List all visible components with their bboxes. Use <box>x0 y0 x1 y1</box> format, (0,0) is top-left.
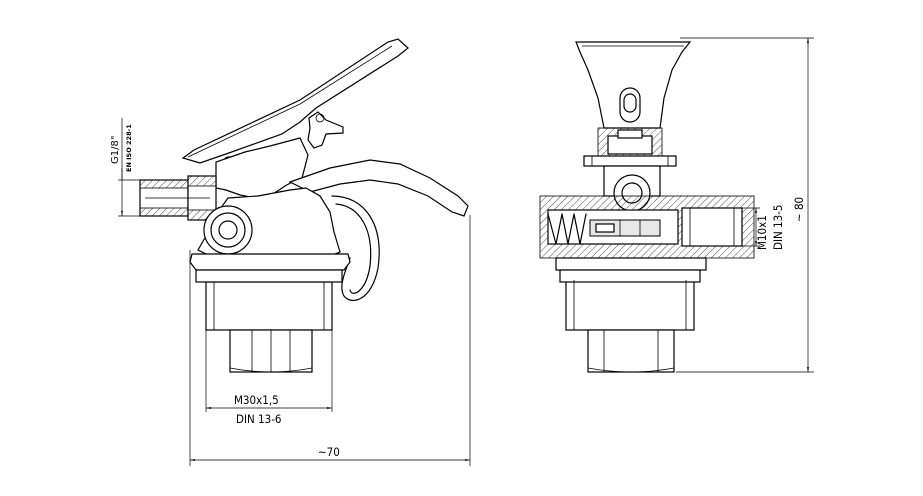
collar <box>189 253 351 271</box>
front-view <box>539 37 814 373</box>
pipe-thread-label: G1/8" <box>110 136 121 164</box>
main-thread <box>205 281 333 331</box>
lever-top <box>181 38 409 164</box>
front-thread <box>565 279 695 331</box>
safety-pin <box>307 111 344 149</box>
din-side-label: DIN 13-5 <box>771 204 785 250</box>
thread-side-label: M10x1 <box>755 215 769 250</box>
side-view <box>118 38 471 466</box>
side-outlet <box>681 207 743 247</box>
thread-main-label: M30x1,5 <box>234 393 279 407</box>
lever-bottom <box>288 159 469 217</box>
pipe-standard-label: EN ISO 228-1 <box>125 124 133 172</box>
front-hex <box>587 329 675 373</box>
spring <box>547 213 587 245</box>
height-label: ~ 80 <box>792 197 806 222</box>
valve-body <box>215 137 309 199</box>
width-label: ~70 <box>318 445 340 459</box>
din-main-label: DIN 13-6 <box>236 412 282 426</box>
